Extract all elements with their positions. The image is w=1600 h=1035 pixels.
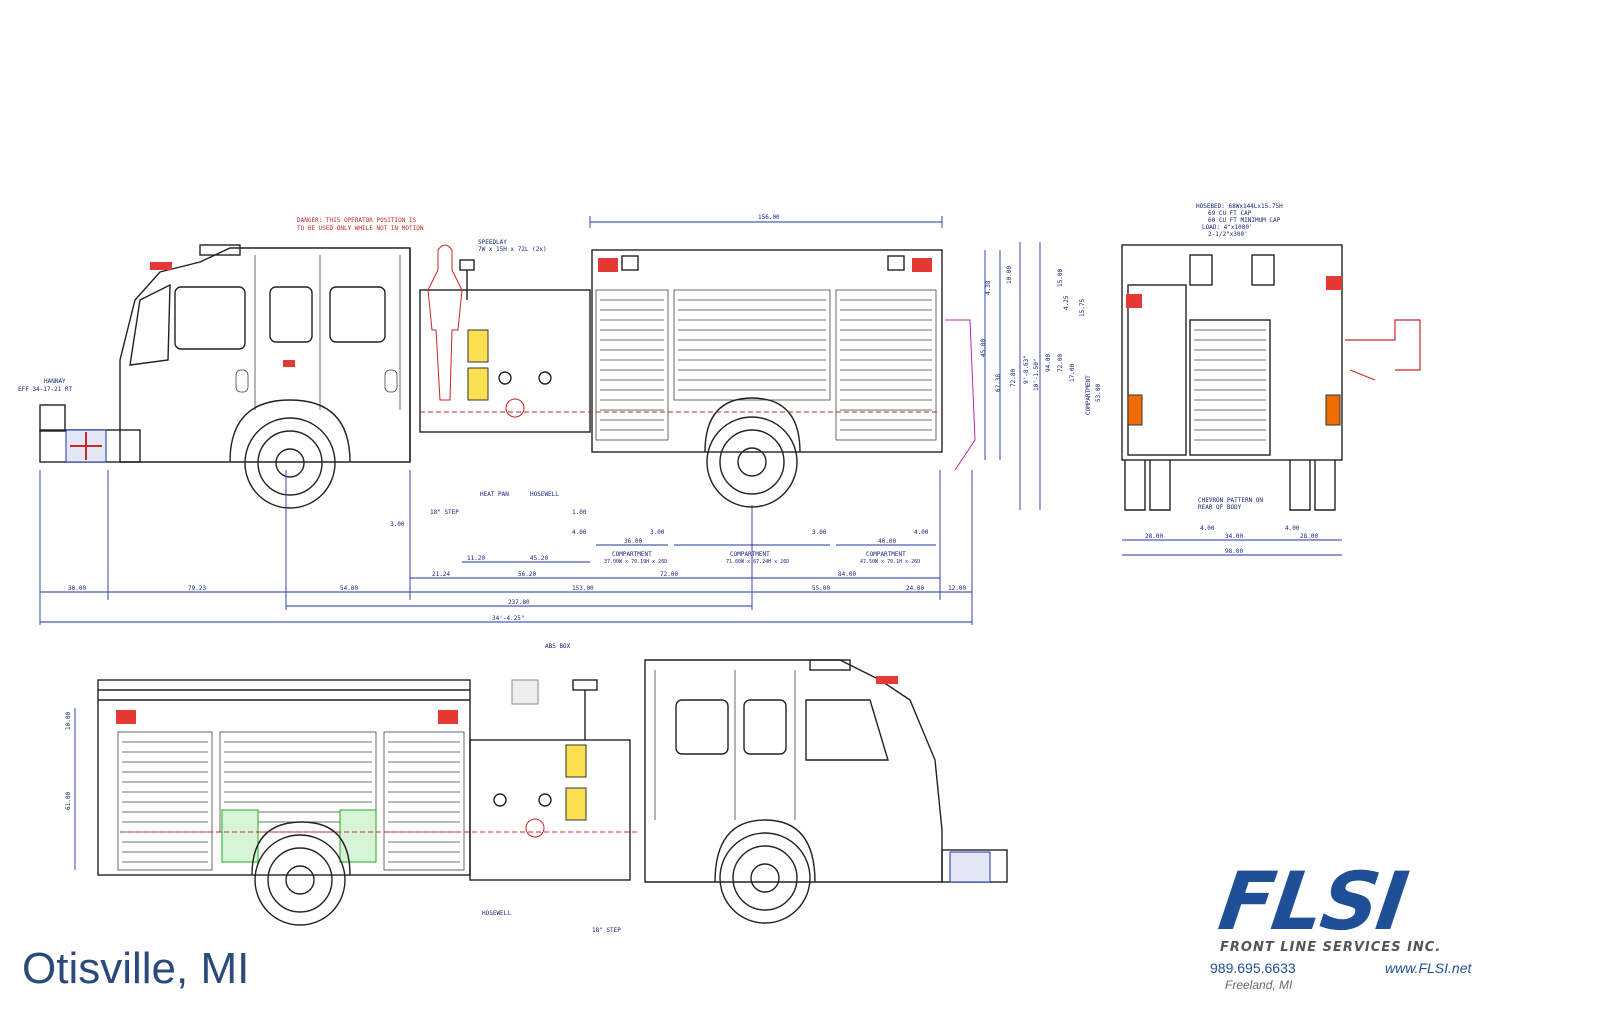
- side-view-callouts: DANGER: THIS OPERATOR POSITION IS TO BE …: [18, 217, 559, 516]
- rear-view: 28.00 4.00 34.00 4.00 28.00 98.00 HOSEBE…: [1121, 203, 1421, 556]
- svg-text:4.00: 4.00: [914, 529, 929, 536]
- side-view-dimensions: 156.00 30.00 79.23 54.00 153.00 55.00 24…: [39, 214, 1102, 625]
- svg-text:3.00: 3.00: [650, 529, 665, 536]
- svg-text:12.00: 12.00: [948, 585, 966, 592]
- svg-text:84.00: 84.00: [838, 571, 856, 578]
- svg-text:4.25: 4.25: [1063, 295, 1070, 310]
- svg-text:79.23: 79.23: [188, 585, 206, 592]
- svg-text:REAR OF BODY: REAR OF BODY: [1198, 504, 1242, 511]
- svg-text:TO BE USED ONLY WHILE NOT IN M: TO BE USED ONLY WHILE NOT IN MOTION: [297, 225, 424, 232]
- bumper-reel: [65, 429, 107, 463]
- svg-text:34'-4.25": 34'-4.25": [492, 615, 525, 622]
- svg-text:10.00: 10.00: [65, 712, 72, 730]
- svg-text:4.00: 4.00: [1285, 525, 1300, 532]
- flsi-logo: FLSI FRONT LINE SERVICES INC. 989.695.66…: [1210, 855, 1520, 1002]
- logo-city: Freeland, MI: [1225, 978, 1293, 992]
- svg-text:72.00: 72.00: [660, 571, 678, 578]
- svg-text:ABS BOX: ABS BOX: [545, 643, 571, 650]
- roll-up-door-lines: [600, 299, 932, 431]
- svg-text:94.00: 94.00: [1045, 354, 1052, 372]
- svg-text:HOSEBED: 68Wx144Lx15.75H: HOSEBED: 68Wx144Lx15.75H: [1196, 203, 1283, 210]
- svg-text:4.38: 4.38: [985, 280, 992, 295]
- svg-text:30.00: 30.00: [68, 585, 86, 592]
- side-view-officer: 10.00 61.00 ABS BOX HOSEWELL 18" STEP: [65, 643, 1008, 934]
- svg-text:17.00: 17.00: [1069, 364, 1076, 382]
- svg-text:37.00W x 70.19H x 26D: 37.00W x 70.19H x 26D: [604, 559, 667, 565]
- svg-text:4.00: 4.00: [572, 529, 587, 536]
- logo-phone: 989.695.6633: [1210, 960, 1296, 976]
- svg-text:98.00: 98.00: [1225, 548, 1243, 555]
- svg-text:21.24: 21.24: [432, 571, 450, 578]
- svg-text:10'-1.50": 10'-1.50": [1033, 358, 1040, 391]
- svg-text:SPEEDLAY: SPEEDLAY: [478, 239, 507, 246]
- svg-text:15.75: 15.75: [1079, 299, 1086, 317]
- svg-text:HOSEWELL: HOSEWELL: [530, 491, 559, 498]
- svg-text:60 CU FT MINIMUM CAP: 60 CU FT MINIMUM CAP: [1208, 217, 1281, 224]
- svg-text:HOSEWELL: HOSEWELL: [482, 910, 511, 917]
- svg-text:COMPARTMENT: COMPARTMENT: [730, 551, 770, 558]
- logo-mark: FLSI: [1213, 855, 1412, 948]
- svg-text:69 CU FT CAP: 69 CU FT CAP: [1208, 210, 1252, 217]
- svg-text:3.00: 3.00: [812, 529, 827, 536]
- svg-text:56.20: 56.20: [518, 571, 536, 578]
- svg-text:LOAD: 4"x1000': LOAD: 4"x1000': [1202, 224, 1253, 231]
- svg-text:2-1/2"x300': 2-1/2"x300': [1208, 231, 1248, 238]
- svg-text:40.00: 40.00: [878, 538, 896, 545]
- svg-text:72.80: 72.80: [1010, 369, 1017, 387]
- svg-text:COMPARTMENT: COMPARTMENT: [612, 551, 652, 558]
- svg-text:153.00: 153.00: [572, 585, 594, 592]
- svg-text:47.50W x 70.1H x 26D: 47.50W x 70.1H x 26D: [860, 559, 920, 565]
- svg-text:15.00: 15.00: [1057, 269, 1064, 287]
- svg-text:9'-8.63": 9'-8.63": [1023, 355, 1030, 384]
- svg-text:45.20: 45.20: [530, 555, 548, 562]
- svg-text:11.20: 11.20: [467, 555, 485, 562]
- svg-text:COMPARTMENT: COMPARTMENT: [866, 551, 906, 558]
- svg-text:24.00: 24.00: [906, 585, 924, 592]
- svg-text:HANNAY: HANNAY: [44, 378, 66, 385]
- svg-text:156.00: 156.00: [758, 214, 780, 221]
- svg-text:EFF 34-17-21 RT: EFF 34-17-21 RT: [18, 386, 73, 393]
- svg-text:28.00: 28.00: [1300, 533, 1318, 540]
- svg-text:18" STEP: 18" STEP: [430, 509, 459, 516]
- svg-text:HEAT PAN: HEAT PAN: [480, 491, 509, 498]
- logo-website: www.FLSI.net: [1385, 960, 1472, 976]
- svg-text:1.00: 1.00: [572, 509, 587, 516]
- location-caption: Otisville, MI: [22, 944, 250, 993]
- svg-text:55.00: 55.00: [812, 585, 830, 592]
- side-view-driver: [39, 244, 976, 509]
- svg-text:72.00: 72.00: [1057, 354, 1064, 372]
- svg-text:DANGER: THIS OPERATOR POSITION: DANGER: THIS OPERATOR POSITION IS: [297, 217, 417, 224]
- svg-text:45.00: 45.00: [980, 339, 987, 357]
- svg-text:10.00: 10.00: [1006, 266, 1013, 284]
- svg-text:67.38: 67.38: [995, 374, 1002, 392]
- svg-text:COMPARTMENT: COMPARTMENT: [1085, 375, 1092, 415]
- svg-text:53.00: 53.00: [1095, 384, 1102, 402]
- svg-text:61.00: 61.00: [65, 792, 72, 810]
- svg-text:4.00: 4.00: [1200, 525, 1215, 532]
- svg-text:7W x 15H x 72L (2x): 7W x 15H x 72L (2x): [478, 246, 547, 253]
- svg-text:3.00: 3.00: [390, 521, 405, 528]
- svg-text:34.00: 34.00: [1225, 533, 1243, 540]
- svg-text:54.00: 54.00: [340, 585, 358, 592]
- svg-text:18" STEP: 18" STEP: [592, 927, 621, 934]
- svg-text:CHEVRON PATTERN ON: CHEVRON PATTERN ON: [1198, 497, 1263, 504]
- svg-text:237.80: 237.80: [508, 599, 530, 606]
- svg-text:71.60W x 67.24H x 26D: 71.60W x 67.24H x 26D: [726, 559, 789, 565]
- logo-company: FRONT LINE SERVICES INC.: [1220, 940, 1442, 955]
- svg-text:28.00: 28.00: [1145, 533, 1163, 540]
- svg-text:36.00: 36.00: [624, 538, 642, 545]
